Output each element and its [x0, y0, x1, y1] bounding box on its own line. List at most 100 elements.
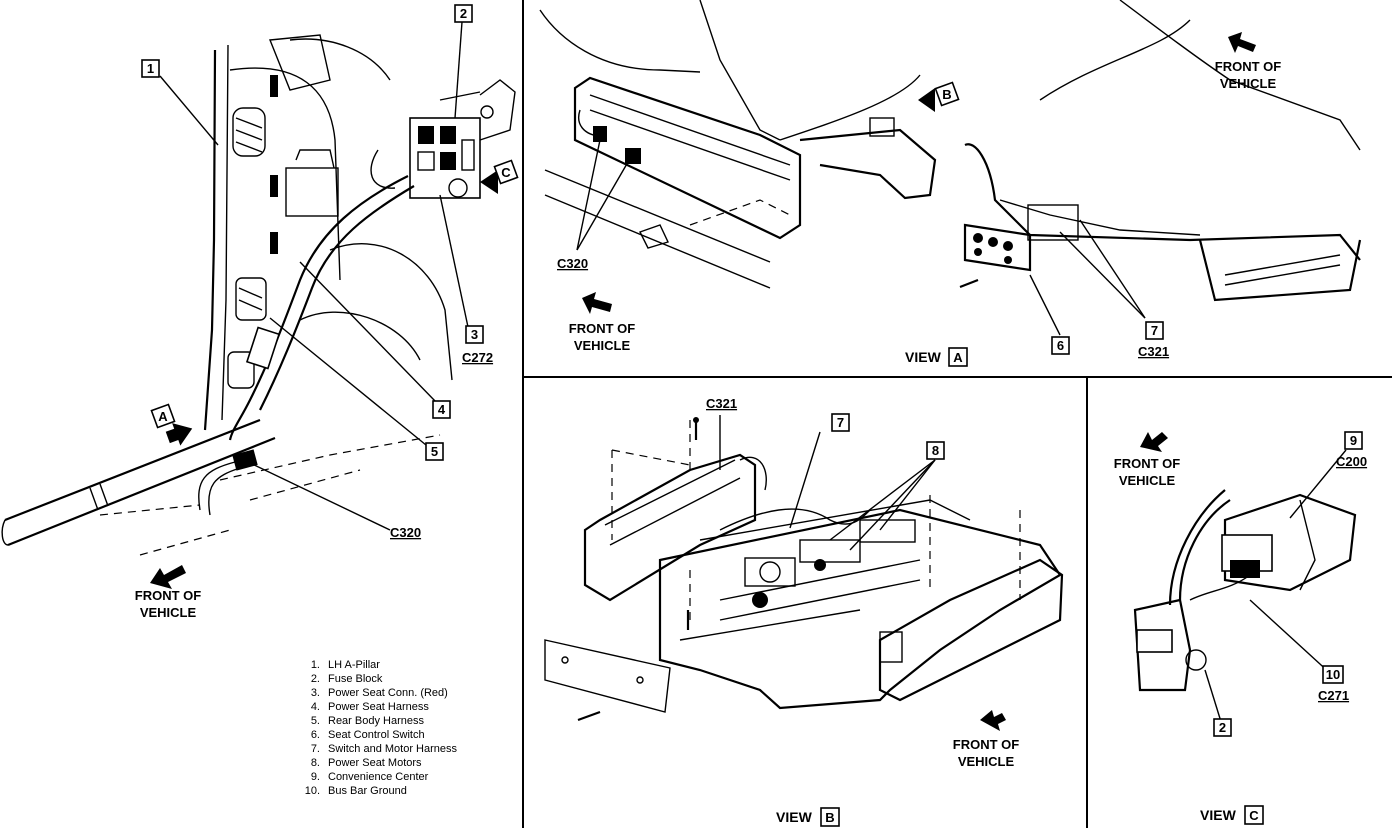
callout-1: 1 [141, 59, 160, 78]
connector-c320-view-a-label: C320 [557, 256, 588, 271]
callout-2: 2 [454, 4, 473, 23]
svg-text:Power Seat Conn. (Red): Power Seat Conn. (Red) [328, 687, 448, 699]
legend-item: 9. Convenience Center [311, 771, 429, 783]
view-c-arrow-main [480, 170, 498, 194]
view-b-arrow-letter: B [942, 87, 951, 102]
callout-10-text: 10 [1326, 667, 1340, 682]
connector-c320-main-label: C320 [390, 525, 421, 540]
callout-7-view-b: 7 [831, 413, 850, 432]
callout-9-text: 9 [1350, 433, 1357, 448]
front-of-vehicle-main-line1: FRONT OF [135, 588, 201, 603]
view-a-word: VIEW [905, 349, 942, 365]
front-of-vehicle-b-line1: FRONT OF [953, 737, 1019, 752]
front-arrow-a-right [1228, 32, 1256, 53]
legend-item: 2. Fuse Block [311, 673, 383, 685]
connector-c271-label: C271 [1318, 688, 1349, 703]
view-c-arrow-letter: C [501, 165, 511, 180]
front-of-vehicle-main-line2: VEHICLE [140, 605, 197, 620]
panel-dividers [522, 0, 1392, 828]
front-arrow-c [1140, 432, 1168, 452]
svg-text:Power Seat Motors: Power Seat Motors [328, 757, 422, 769]
svg-text:Fuse Block: Fuse Block [328, 673, 383, 685]
callout-6: 6 [1051, 336, 1070, 355]
legend-item: 4. Power Seat Harness [311, 701, 430, 713]
callout-3: 3 [465, 325, 484, 344]
front-of-vehicle-a-right-line1: FRONT OF [1215, 59, 1281, 74]
callout-4: 4 [432, 400, 451, 419]
view-b-arrow-label: B [934, 81, 960, 107]
callout-6-text: 6 [1057, 338, 1064, 353]
view-c-word: VIEW [1200, 807, 1237, 823]
connector-c200-label: C200 [1336, 454, 1367, 469]
front-arrow-b [980, 710, 1006, 731]
front-of-vehicle-c-line2: VEHICLE [1119, 473, 1176, 488]
view-a-title: VIEW A [905, 347, 968, 367]
view-c-artwork [1133, 432, 1357, 726]
connector-c272-label: C272 [462, 350, 493, 365]
legend-item: 3. Power Seat Conn. (Red) [311, 687, 448, 699]
svg-text:3.: 3. [311, 687, 320, 699]
callout-3-text: 3 [471, 327, 478, 342]
legend-item: 7. Switch and Motor Harness [311, 743, 458, 755]
legend-item: 1. LH A-Pillar [311, 659, 380, 671]
svg-text:2.: 2. [311, 673, 320, 685]
callout-5: 5 [425, 442, 444, 461]
legend-item: 5. Rear Body Harness [311, 715, 425, 727]
main-panel-artwork [1, 21, 516, 589]
view-b-title: VIEW B [776, 807, 840, 827]
callout-5-text: 5 [431, 444, 438, 459]
view-c-title: VIEW C [1200, 805, 1264, 825]
svg-text:Convenience Center: Convenience Center [328, 771, 429, 783]
callout-7-view-a: 7 [1145, 321, 1164, 340]
callout-9: 9 [1344, 431, 1363, 450]
callout-7-view-b-text: 7 [837, 415, 844, 430]
legend: 1. LH A-Pillar 2. Fuse Block 3. Power Seat … [305, 659, 458, 797]
callout-2-view-c: 2 [1213, 718, 1232, 737]
view-c-arrow-label: C [493, 159, 519, 185]
front-of-vehicle-a-left-line2: VEHICLE [574, 338, 631, 353]
view-a-letter: A [953, 350, 963, 365]
legend-item: 8. Power Seat Motors [311, 757, 422, 769]
view-b-arrow-a [918, 88, 935, 112]
front-arrow-main [150, 565, 186, 589]
connector-c321-view-b-label: C321 [706, 396, 737, 411]
view-b-word: VIEW [776, 809, 813, 825]
view-b-artwork [544, 415, 1064, 731]
svg-text:Switch and Motor Harness: Switch and Motor Harness [328, 743, 457, 755]
svg-text:4.: 4. [311, 701, 320, 713]
svg-text:6.: 6. [311, 729, 320, 741]
front-of-vehicle-a-left-line1: FRONT OF [569, 321, 635, 336]
callout-2-view-c-text: 2 [1219, 720, 1226, 735]
callout-2-text: 2 [460, 6, 467, 21]
front-of-vehicle-b-line2: VEHICLE [958, 754, 1015, 769]
svg-text:Bus Bar Ground: Bus Bar Ground [328, 785, 407, 797]
view-a-arrow-letter: A [158, 409, 168, 424]
svg-text:9.: 9. [311, 771, 320, 783]
svg-text:5.: 5. [311, 715, 320, 727]
callout-10: 10 [1322, 665, 1344, 684]
connector-c321-view-a-label: C321 [1138, 344, 1169, 359]
svg-text:Rear Body Harness: Rear Body Harness [328, 715, 424, 727]
view-a-artwork [539, 0, 1362, 336]
svg-text:LH A-Pillar: LH A-Pillar [328, 659, 380, 671]
callout-4-text: 4 [438, 402, 446, 417]
callout-1-text: 1 [147, 61, 154, 76]
view-a-arrow-main [165, 423, 193, 446]
view-a-arrow-label: A [150, 403, 176, 429]
front-of-vehicle-a-right-line2: VEHICLE [1220, 76, 1277, 91]
front-arrow-a-left [582, 292, 612, 314]
callout-7-view-a-text: 7 [1151, 323, 1158, 338]
svg-text:10.: 10. [305, 785, 320, 797]
legend-item: 6. Seat Control Switch [311, 729, 425, 741]
svg-text:7.: 7. [311, 743, 320, 755]
view-b-letter: B [825, 810, 834, 825]
view-c-letter: C [1249, 808, 1259, 823]
svg-text:1.: 1. [311, 659, 320, 671]
svg-text:Power Seat Harness: Power Seat Harness [328, 701, 429, 713]
svg-text:8.: 8. [311, 757, 320, 769]
legend-item: 10. Bus Bar Ground [305, 785, 407, 797]
front-of-vehicle-c-line1: FRONT OF [1114, 456, 1180, 471]
svg-text:Seat Control Switch: Seat Control Switch [328, 729, 425, 741]
callout-8: 8 [926, 441, 945, 460]
